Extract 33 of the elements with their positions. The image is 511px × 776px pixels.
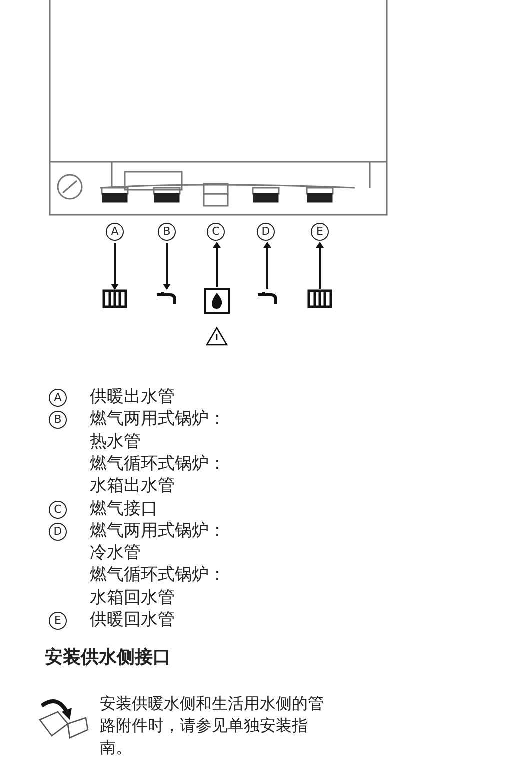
callout-letter: A [49, 389, 67, 407]
legend-text: 热水管 [90, 432, 141, 452]
arrow [316, 242, 324, 289]
legend-text: 燃气循环式锅炉： [90, 565, 226, 586]
legend-text: 燃气接口 [90, 498, 158, 518]
tap-icon [156, 290, 177, 305]
radiator-icon [103, 290, 127, 308]
legend-text: 水箱回水管 [90, 588, 175, 608]
callout-letter: C [207, 223, 225, 241]
radiator-icon [308, 290, 332, 308]
arrow [213, 242, 221, 287]
legend-text: 供暖回水管 [90, 610, 175, 630]
tap-icon [257, 290, 278, 305]
legend-text: 燃气两用式锅炉： [90, 520, 226, 541]
legend-text: 冷水管 [90, 543, 141, 564]
callout-letter: E [49, 612, 67, 630]
callout-letter: D [49, 522, 67, 541]
arrow [264, 242, 272, 289]
arrow [111, 243, 119, 290]
callout-letter: D [257, 223, 275, 241]
legend-text: 水箱出水管 [90, 476, 175, 496]
legend-text: 燃气两用式锅炉： [90, 409, 226, 430]
callout-letter: E [311, 223, 329, 241]
gas-flame-icon [204, 288, 230, 314]
callout-letter: B [49, 411, 67, 430]
note-text: 安装供暖水侧和生活用水侧的管路附件时，请参见单独安装指南。 [100, 693, 325, 759]
section-heading: 安装供水侧接口 [45, 648, 171, 668]
callout-letter: A [106, 223, 124, 241]
legend-text: 燃气循环式锅炉： [90, 454, 226, 474]
callout-letter: B [158, 223, 176, 241]
arrow [163, 243, 171, 290]
callout-letter: C [49, 500, 67, 518]
legend-text: 供暖出水管 [90, 387, 175, 407]
